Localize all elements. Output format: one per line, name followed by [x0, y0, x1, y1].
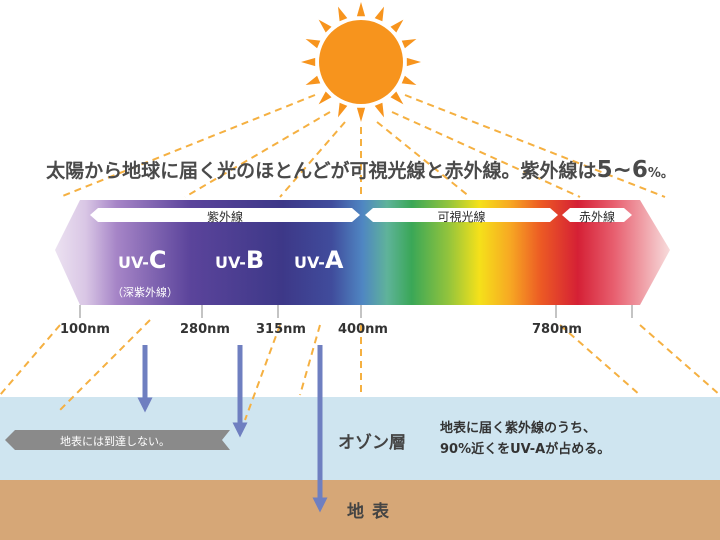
- tick-label-280: 280nm: [180, 322, 230, 337]
- tick-label-100: 100nm: [60, 322, 110, 337]
- sun-ray-spike: [374, 102, 384, 118]
- sun-ray-spike: [305, 39, 321, 49]
- headline-text: 太陽から地球に届く光のほとんどが可視光線と赤外線。紫外線は: [46, 160, 597, 182]
- sun-ray-spike: [406, 57, 421, 67]
- uva-label: UV-A: [294, 246, 344, 274]
- sun-ray-spike: [401, 75, 417, 85]
- deep-uv-note: （深紫外線）: [112, 286, 178, 299]
- sun-ray-spike: [356, 107, 366, 122]
- sun-ray-spike: [305, 75, 321, 85]
- sun-ray-spike: [318, 91, 332, 105]
- uva-note-line2: 90%近くをUV-Aが占める。: [440, 442, 611, 457]
- sun-ray-spike: [356, 2, 366, 17]
- sun-ray-spike: [301, 57, 316, 67]
- tick-label-780: 780nm: [532, 322, 582, 337]
- uvb-label: UV-B: [215, 246, 265, 274]
- headline-unit: %。: [647, 166, 674, 181]
- no-reach-label: 地表には到達しない。: [60, 435, 170, 448]
- no-reach-banner: [5, 430, 230, 450]
- uvc-label: UV-C: [118, 246, 167, 274]
- ground-label: 地表: [347, 502, 397, 522]
- sun-ray-spike: [338, 102, 348, 118]
- uv-band-header: [90, 208, 360, 222]
- tick-marks: [79, 305, 633, 318]
- sun-ray-spike: [374, 6, 384, 22]
- sun-ray-spike: [390, 91, 404, 105]
- sun-icon: [301, 2, 421, 122]
- spectrum-bar: [55, 200, 670, 305]
- sun-ray-spike: [401, 39, 417, 49]
- penetration-arrows: [137, 345, 328, 513]
- ir-band-label: 赤外線: [578, 210, 615, 224]
- sun-rays: [0, 94, 720, 421]
- visible-band-header: [365, 208, 558, 222]
- uva-note: 地表に届く紫外線のうち、 90%近くをUV-Aが占める。: [440, 418, 610, 460]
- ground-layer: [0, 480, 720, 540]
- ozone-label: オゾン層: [338, 433, 406, 453]
- ir-band-header: [562, 208, 632, 222]
- sun-ray-spike: [318, 19, 332, 33]
- tick-label-400: 400nm: [338, 322, 388, 337]
- sun-ray-spike: [390, 19, 404, 33]
- uva-note-line1: 地表に届く紫外線のうち、: [440, 421, 597, 436]
- headline-value: 5~6: [596, 157, 648, 183]
- visible-band-label: 可視光線: [437, 210, 486, 224]
- uv-band-label: 紫外線: [206, 210, 243, 224]
- sun-ray-spike: [338, 6, 348, 22]
- headline: 太陽から地球に届く光のほとんどが可視光線と赤外線。紫外線は5~6%。: [0, 156, 720, 183]
- tick-label-315: 315nm: [256, 322, 306, 337]
